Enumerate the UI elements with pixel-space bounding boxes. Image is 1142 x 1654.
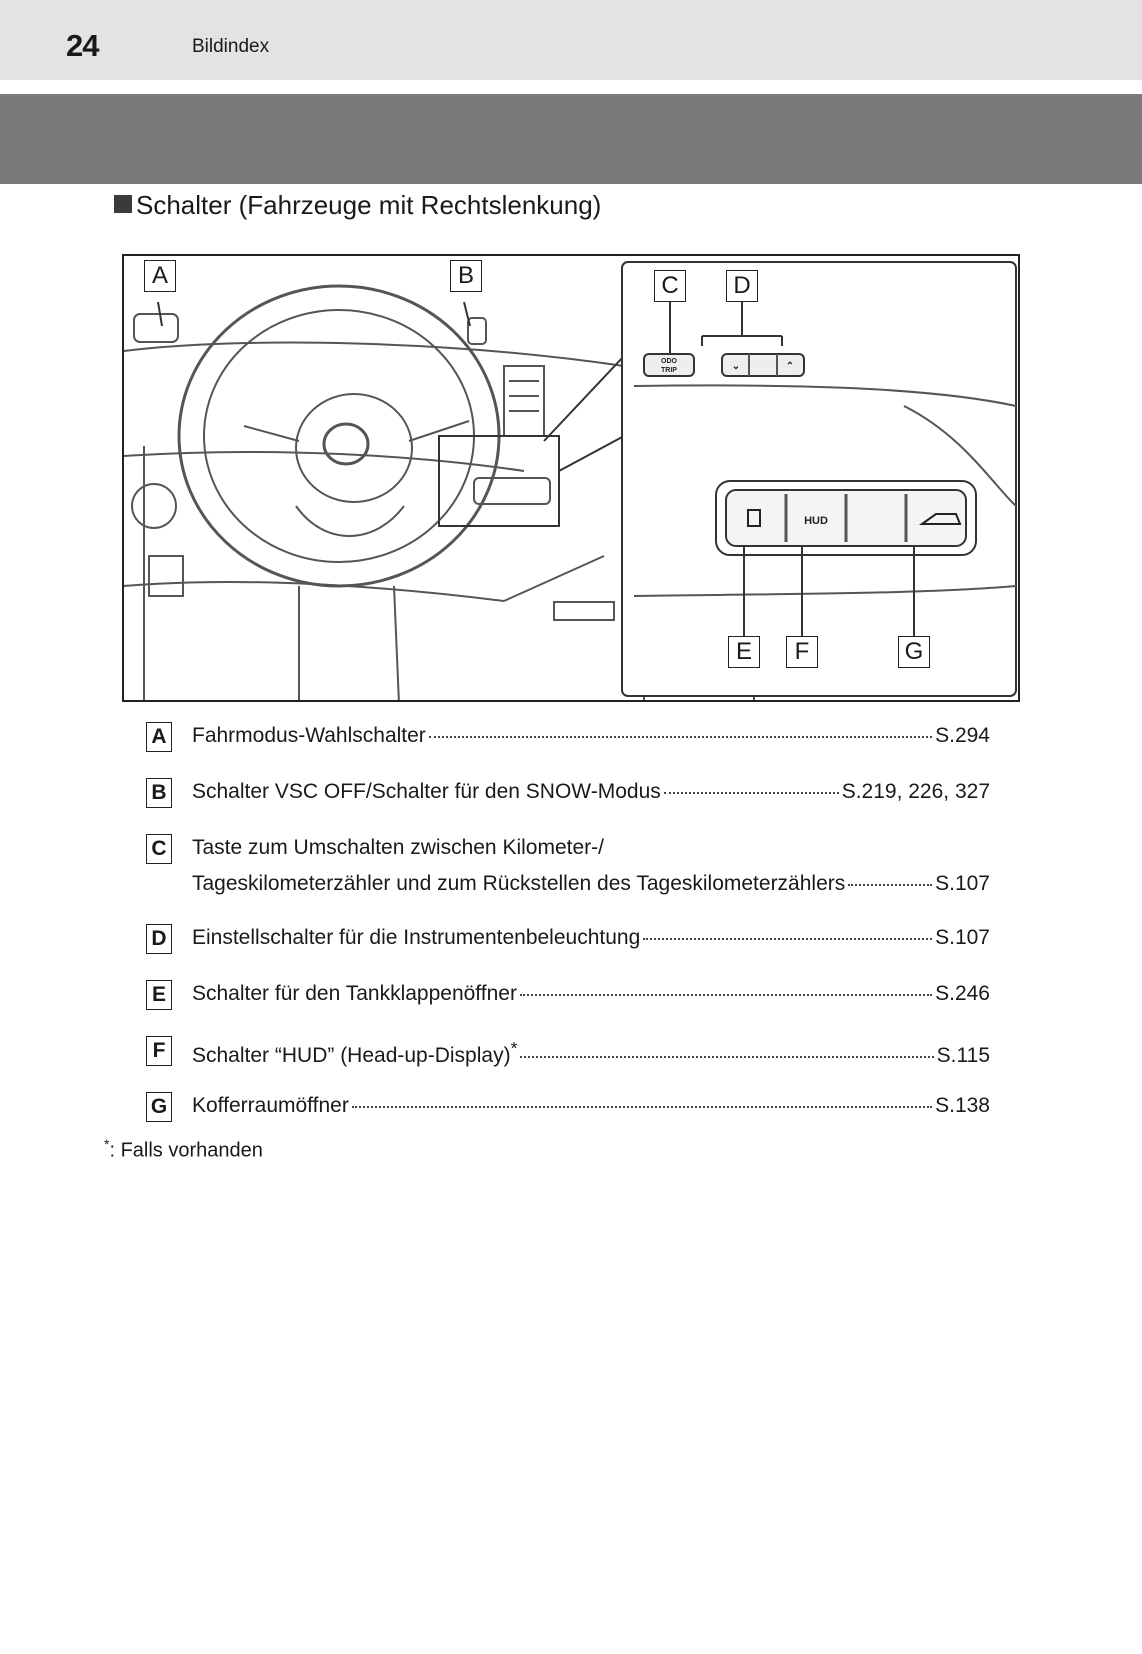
- leader-dots: [351, 1106, 933, 1108]
- dashboard-drawing: ODO TRIP HUD ⌄ ⌃: [124, 261, 1017, 700]
- section-band: [0, 94, 1142, 184]
- trip-text: TRIP: [661, 367, 677, 374]
- item-page-ref[interactable]: S.219, 226, 327: [841, 780, 990, 803]
- section-title-text: Schalter (Fahrzeuge mit Rechtslenkung): [136, 190, 602, 220]
- leader-dots: [520, 1056, 934, 1058]
- footnote: *: Falls vorhanden: [104, 1136, 263, 1163]
- item-page-ref[interactable]: S.138: [935, 1094, 990, 1117]
- figure-label-e: E: [728, 636, 760, 668]
- item-key: C: [146, 834, 172, 864]
- down-arrow-icon: ⌄: [732, 361, 740, 372]
- item-key: D: [146, 924, 172, 954]
- dashboard-illustration: ODO TRIP HUD ⌄ ⌃ A B C D E F G: [122, 254, 1020, 702]
- figure-label-c: C: [654, 270, 686, 302]
- item-text-line1: Taste zum Umschalten zwischen Kilometer-…: [192, 836, 604, 859]
- section-title: Schalter (Fahrzeuge mit Rechtslenkung): [114, 190, 601, 221]
- odo-text: ODO: [661, 358, 678, 365]
- item-text: Schalter für den Tankklappenöffner: [192, 982, 517, 1005]
- figure-label-d: D: [726, 270, 758, 302]
- item-page-ref[interactable]: S.246: [935, 982, 990, 1005]
- list-item: E Schalter für den Tankklappenöffner S.2…: [146, 978, 990, 1034]
- footnote-text: : Falls vorhanden: [109, 1139, 263, 1162]
- leader-dots: [428, 736, 933, 738]
- figure-label-f: F: [786, 636, 818, 668]
- leader-dots: [643, 938, 933, 940]
- item-text: Schalter VSC OFF/Schalter für den SNOW-M…: [192, 780, 661, 803]
- bullet-square-icon: [114, 195, 132, 213]
- leader-dots: [848, 884, 933, 886]
- item-key: B: [146, 778, 172, 808]
- figure-label-b: B: [450, 260, 482, 292]
- item-key: A: [146, 722, 172, 752]
- footnote-marker: *: [104, 1136, 110, 1152]
- item-key: G: [146, 1092, 172, 1122]
- list-item: F Schalter “HUD” (Head-up-Display)* S.11…: [146, 1034, 990, 1090]
- figure-label-g: G: [898, 636, 930, 668]
- item-text: Fahrmodus-Wahlschalter: [192, 724, 426, 747]
- header-label: Bildindex: [192, 36, 270, 57]
- up-arrow-icon: ⌃: [786, 361, 794, 372]
- figure-label-a: A: [144, 260, 176, 292]
- footnote-marker: *: [510, 1038, 518, 1058]
- item-text: Tageskilometerzähler und zum Rückstellen…: [192, 872, 846, 895]
- item-key: E: [146, 980, 172, 1010]
- item-page-ref[interactable]: S.294: [935, 724, 990, 747]
- item-page-ref[interactable]: S.115: [936, 1044, 990, 1067]
- list-item: G Kofferraumöffner S.138: [146, 1090, 990, 1146]
- item-text-with-marker: Schalter “HUD” (Head-up-Display)*: [192, 1038, 517, 1068]
- list-item: A Fahrmodus-Wahlschalter S.294: [146, 720, 990, 776]
- item-page-ref[interactable]: S.107: [935, 872, 990, 895]
- item-text: Kofferraumöffner: [192, 1094, 349, 1117]
- item-key: F: [146, 1036, 172, 1066]
- switch-index-list: A Fahrmodus-Wahlschalter S.294 B Schalte…: [146, 720, 990, 1146]
- item-page-ref[interactable]: S.107: [935, 926, 990, 949]
- item-text: Einstellschalter für die Instrumentenbel…: [192, 926, 641, 949]
- list-item: B Schalter VSC OFF/Schalter für den SNOW…: [146, 776, 990, 832]
- page-number: 24: [66, 28, 99, 63]
- list-item: C Taste zum Umschalten zwischen Kilomete…: [146, 832, 990, 922]
- item-text: Schalter “HUD” (Head-up-Display): [192, 1044, 511, 1067]
- list-item: D Einstellschalter für die Instrumentenb…: [146, 922, 990, 978]
- leader-dots: [519, 994, 933, 996]
- hud-text: HUD: [804, 515, 828, 527]
- header-bar: 24 Bildindex: [0, 0, 1142, 80]
- leader-dots: [663, 792, 839, 794]
